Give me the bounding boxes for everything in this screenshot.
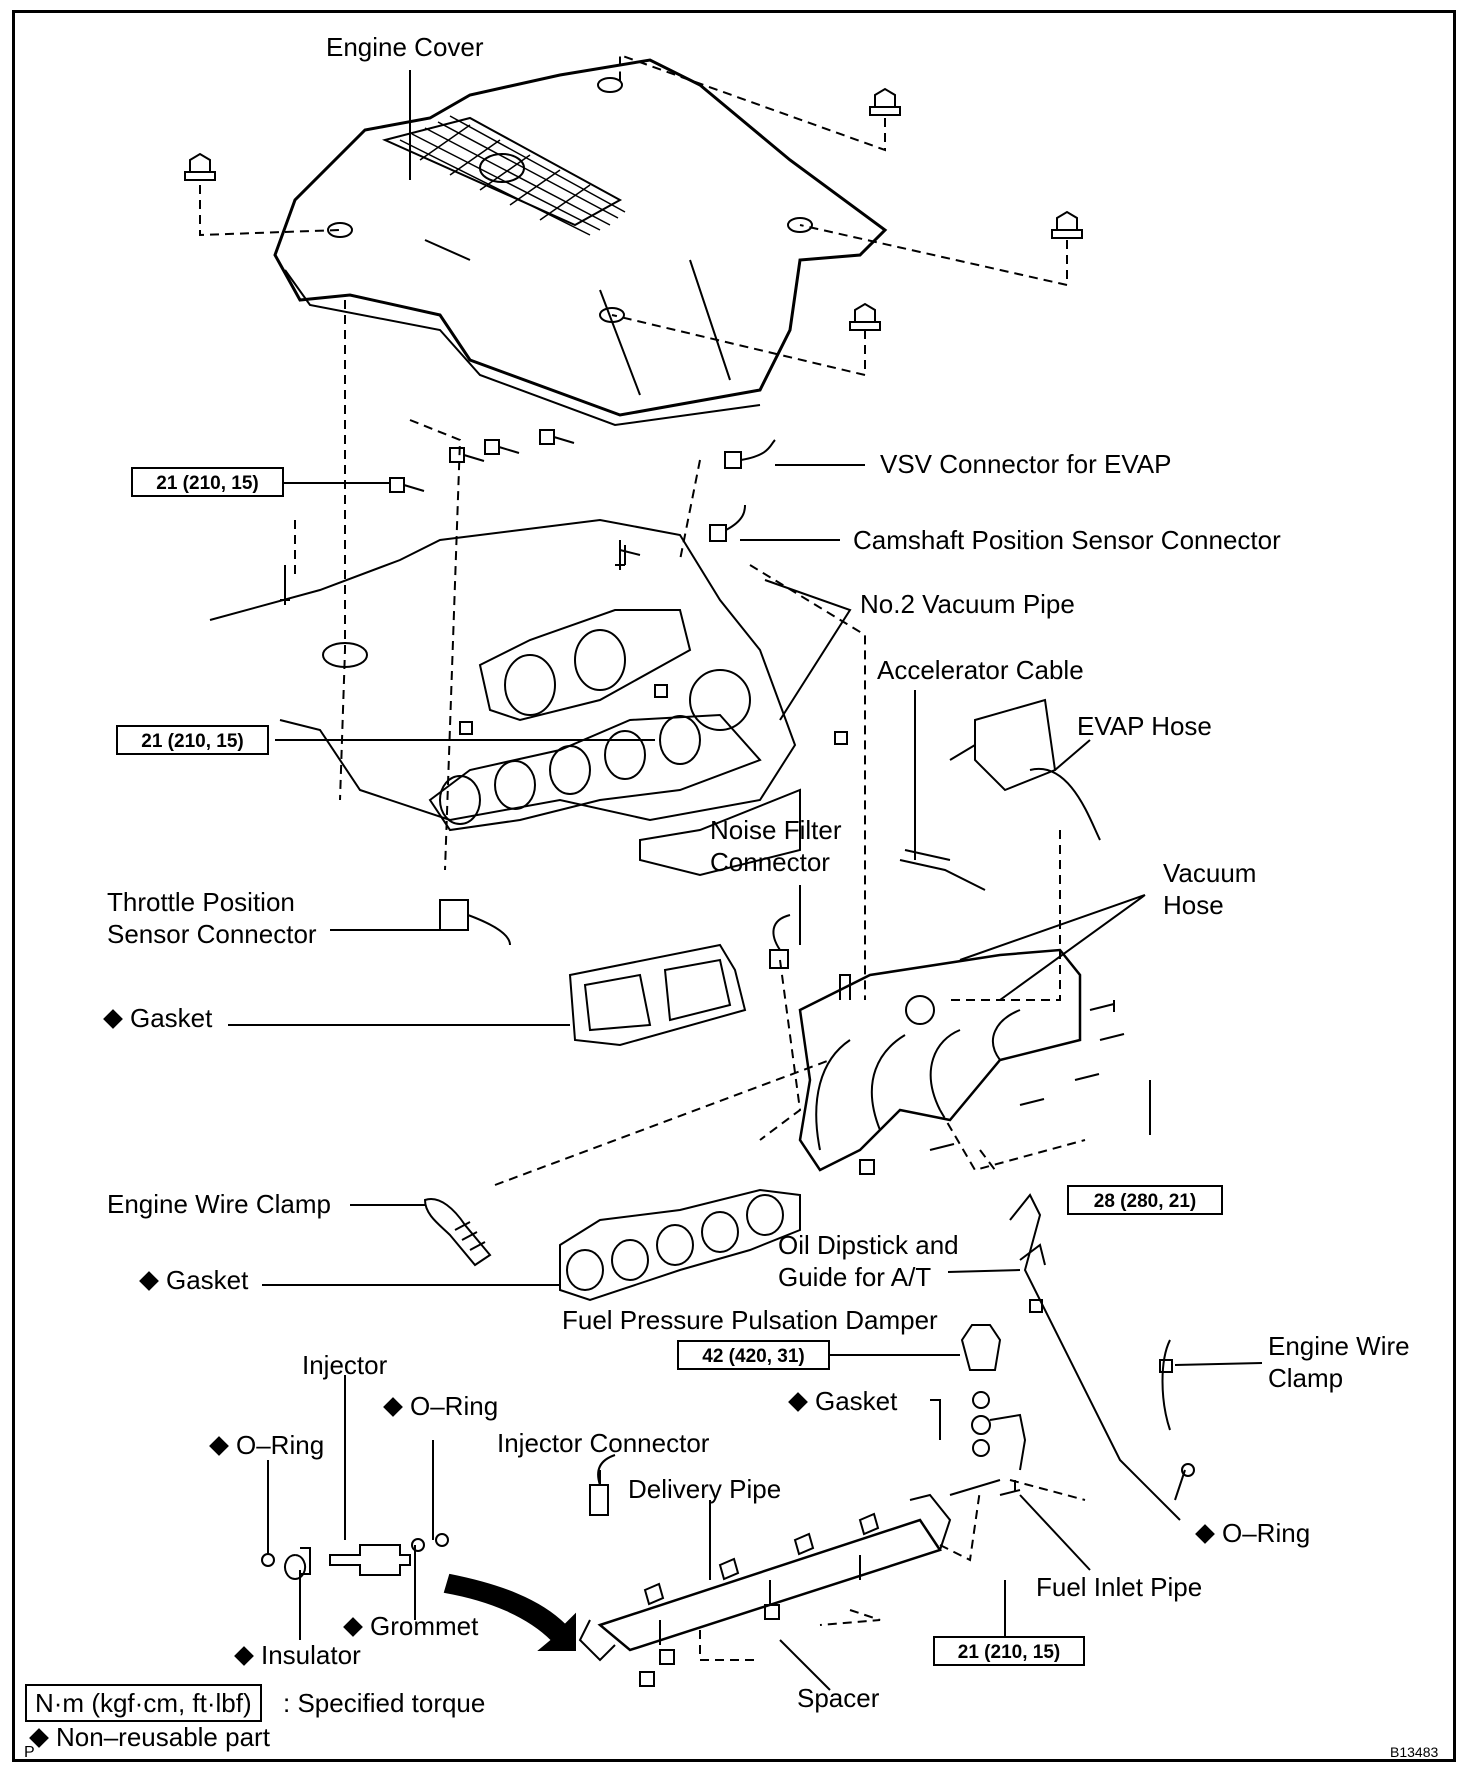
torque-box-4: 42 (420, 31) <box>677 1340 830 1370</box>
diagram-frame <box>12 10 1456 1762</box>
lower-gasket-part <box>559 1188 801 1302</box>
label-oil-dipstick-1: Oil Dipstick and <box>778 1230 959 1260</box>
leader-lines <box>228 70 1263 1691</box>
o-ring-left-text: O–Ring <box>236 1430 325 1460</box>
engine-wire-clamp-left-part <box>423 1198 492 1267</box>
gasket-fuel-text: Gasket <box>815 1386 898 1416</box>
label-o-ring-right: O–Ring <box>1194 1518 1310 1549</box>
label-o-ring-center: O–Ring <box>382 1391 498 1422</box>
label-gasket-upper: Gasket <box>102 1003 212 1034</box>
connectors <box>439 439 791 969</box>
label-gasket-fuel: Gasket <box>787 1386 897 1417</box>
gasket-upper-text: Gasket <box>130 1003 213 1033</box>
label-fuel-inlet-pipe: Fuel Inlet Pipe <box>1036 1572 1203 1602</box>
torque-box-5: 21 (210, 15) <box>933 1636 1085 1666</box>
insulator-text: Insulator <box>261 1640 361 1670</box>
delivery-pipe-part <box>578 1479 1021 1687</box>
label-vacuum-hose-1: Vacuum <box>1163 858 1257 888</box>
nonreusable-diamond-icon <box>139 1271 159 1292</box>
nonreusable-diamond-icon <box>343 1617 363 1638</box>
label-gasket-lower: Gasket <box>138 1265 248 1296</box>
cover-nuts <box>184 87 1083 331</box>
torque-box-3: 28 (280, 21) <box>1067 1185 1223 1215</box>
label-noise-filter-2: Connector <box>710 847 830 877</box>
label-accelerator-cable: Accelerator Cable <box>877 655 1084 685</box>
fuel-pulsation-damper-part <box>960 1324 1027 1471</box>
label-camshaft-sensor-connector: Camshaft Position Sensor Connector <box>853 525 1281 555</box>
label-o-ring-left: O–Ring <box>208 1430 324 1461</box>
guide-lines <box>199 53 1086 1661</box>
nonreusable-diamond-icon <box>234 1646 254 1667</box>
install-direction-arrow <box>443 1573 576 1651</box>
label-insulator: Insulator <box>233 1640 361 1671</box>
legend-nonreusable: Non–reusable part <box>28 1722 270 1753</box>
dipstick-part <box>1009 1193 1195 1521</box>
label-no2-vacuum-pipe: No.2 Vacuum Pipe <box>860 589 1075 619</box>
label-delivery-pipe: Delivery Pipe <box>628 1474 782 1504</box>
label-throttle-sensor-1: Throttle Position <box>107 887 295 917</box>
label-engine-cover: Engine Cover <box>326 32 484 62</box>
label-engine-wire-clamp-left: Engine Wire Clamp <box>107 1189 331 1219</box>
gasket-lower-text: Gasket <box>166 1265 249 1295</box>
evap-vsv <box>899 698 1101 891</box>
label-fuel-damper: Fuel Pressure Pulsation Damper <box>562 1305 938 1335</box>
label-noise-filter-1: Noise Filter <box>710 815 842 845</box>
legend-unit-box: N·m (kgf·cm, ft·lbf) <box>25 1684 262 1722</box>
grommet-text: Grommet <box>370 1611 479 1641</box>
nonreusable-diamond-icon <box>383 1397 403 1418</box>
intake-manifold-part <box>798 948 1125 1175</box>
nonreusable-diamond-icon <box>209 1436 229 1457</box>
label-injector-connector: Injector Connector <box>497 1428 710 1458</box>
label-vsv-connector: VSV Connector for EVAP <box>880 449 1172 479</box>
engine-cover-part <box>273 58 888 427</box>
nonreusable-diamond-icon <box>1195 1524 1215 1545</box>
legend-nonreusable-text: Non–reusable part <box>56 1722 270 1752</box>
intake-plenum-part <box>209 518 801 877</box>
plenum-bolts <box>280 429 848 745</box>
injector-parts <box>261 1454 616 1580</box>
torque-box-1: 21 (210, 15) <box>131 467 284 497</box>
label-engine-wire-clamp-right-1: Engine Wire <box>1268 1331 1410 1361</box>
legend-unit-desc: : Specified torque <box>283 1688 486 1718</box>
label-vacuum-hose-2: Hose <box>1163 890 1224 920</box>
o-ring-right-text: O–Ring <box>1222 1518 1311 1548</box>
corner-mark-left: P <box>24 1744 35 1761</box>
figure-code: B13483 <box>1390 1744 1439 1760</box>
label-injector: Injector <box>302 1350 388 1380</box>
label-evap-hose: EVAP Hose <box>1077 711 1212 741</box>
o-ring-center-text: O–Ring <box>410 1391 499 1421</box>
nonreusable-diamond-icon <box>103 1009 123 1030</box>
label-grommet: Grommet <box>342 1611 478 1642</box>
upper-gasket-part <box>568 943 747 1047</box>
label-spacer: Spacer <box>797 1683 880 1713</box>
nonreusable-diamond-icon <box>788 1392 808 1413</box>
label-oil-dipstick-2: Guide for A/T <box>778 1262 932 1292</box>
label-throttle-sensor-2: Sensor Connector <box>107 919 317 949</box>
torque-box-2: 21 (210, 15) <box>116 725 269 755</box>
label-engine-wire-clamp-right-2: Clamp <box>1268 1363 1344 1393</box>
